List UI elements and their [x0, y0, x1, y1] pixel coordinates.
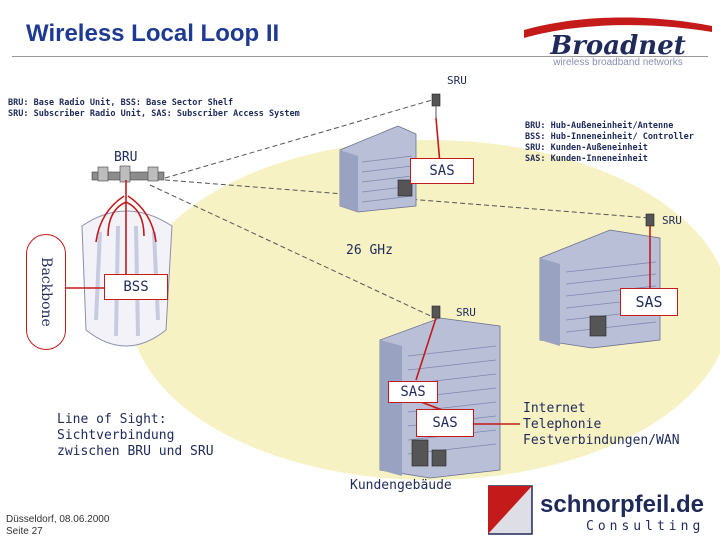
label-bru: BRU [114, 150, 138, 165]
schnorpfeil-logo-name: schnorpfeil.de [540, 491, 704, 518]
legend-de-line: BSS: Hub-Inneneinheit/ Controller [525, 132, 694, 142]
slide-title: Wireless Local Loop II [26, 20, 280, 47]
label-sru-center: SRU [456, 306, 476, 319]
broadnet-logo: Broadnet wireless broadband networks [524, 17, 712, 68]
broadnet-logo-name: Broadnet [549, 31, 686, 61]
service-item: Festverbindungen/WAN [523, 433, 680, 448]
broadnet-logo-tagline: wireless broadband networks [552, 57, 683, 68]
label-kundengebaeude: Kundengebäude [350, 478, 452, 493]
los-line: Line of Sight: [57, 412, 167, 427]
label-26ghz: 26 GHz [346, 243, 393, 258]
building-center [379, 305, 501, 479]
schnorpfeil-logo: schnorpfeil.de Consulting [488, 485, 704, 535]
link-bru-sru-center [149, 184, 436, 319]
bru-antenna [91, 165, 165, 183]
box-bss: BSS [104, 274, 168, 300]
building-right [539, 213, 661, 349]
legend-en-line: SRU: Subscriber Radio Unit, SAS: Subscri… [8, 109, 300, 119]
label-backbone: Backbone [38, 257, 54, 327]
los-line: Sichtverbindung [57, 428, 175, 443]
legend-de-line: SAS: Kunden-Inneneinheit [525, 154, 648, 164]
coverage-area [130, 140, 720, 480]
box-sas-center: SAS [388, 381, 438, 403]
footer-page: Seite 27 [6, 526, 43, 537]
link-bru-sru-top [164, 99, 433, 179]
hub-tower [81, 180, 173, 347]
label-sru-right: SRU [662, 214, 682, 227]
label-sru-top: SRU [447, 74, 467, 87]
building-top [339, 93, 441, 213]
title-divider [12, 56, 708, 57]
legend-en-line: BRU: Base Radio Unit, BSS: Base Sector S… [8, 98, 234, 108]
schnorpfeil-logo-sub: Consulting [586, 519, 704, 534]
backbone-box: Backbone [26, 234, 66, 350]
box-sas-right: SAS [620, 288, 678, 316]
legend-de-line: SRU: Kunden-Außeneinheit [525, 143, 648, 153]
legend-english: BRU: Base Radio Unit, BSS: Base Sector S… [8, 98, 300, 120]
legend-de-line: BRU: Hub-Außeneinheit/Antenne [525, 121, 674, 131]
footer-place-date: Düsseldorf, 08.06.2000 [6, 514, 110, 525]
service-item: Telephonie [523, 417, 602, 432]
los-line: zwischen BRU und SRU [57, 444, 214, 459]
service-item: Internet [523, 401, 586, 416]
box-sas-lower: SAS [416, 409, 474, 437]
box-sas-top: SAS [410, 158, 474, 184]
